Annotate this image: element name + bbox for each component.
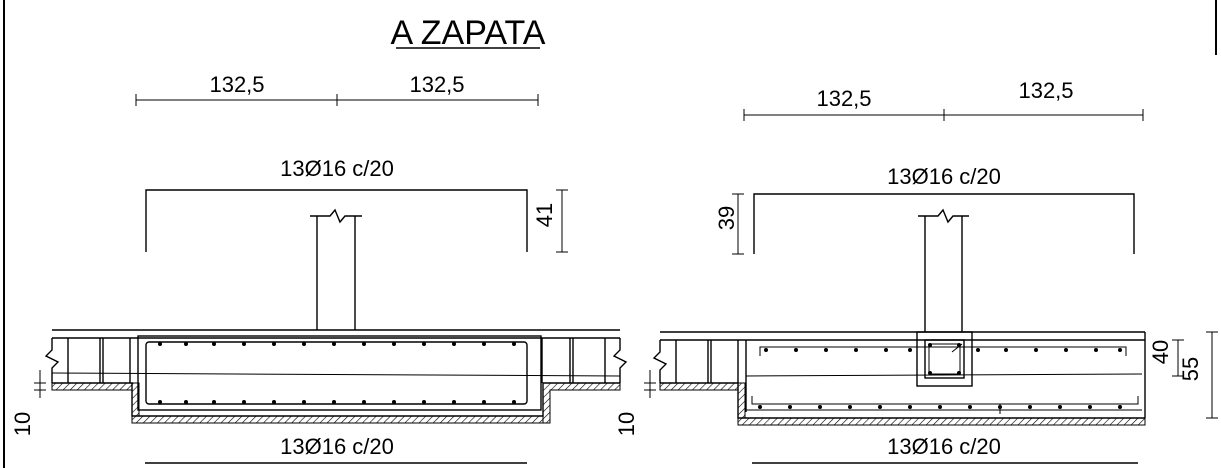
page-title: A ZAPATA [391,14,546,52]
left-stirrups-left [67,338,131,383]
right-top-rebar-dots [764,348,1122,352]
right-column-section [916,331,973,387]
left-column-break [310,208,362,224]
left-break-line-left [44,338,60,383]
left-break-line-right [612,338,628,383]
right-top-bar-label: 13Ø16 c/20 [887,164,1001,189]
right-stirrups [675,340,739,383]
right-column-break [918,208,969,224]
right-dim-left: 132,5 [816,86,871,111]
right-top-bar [753,193,1135,254]
left-bottom-bar-label: 13Ø16 c/20 [280,434,394,459]
right-bottom-bar-label: 13Ø16 c/20 [887,434,1001,459]
right-thickness-label: 10 [614,412,639,436]
left-top-rebar-dots [158,342,516,346]
left-dim-right: 132,5 [409,72,464,97]
left-top-bar [145,189,528,252]
left-top-bar-height: 41 [532,203,557,227]
left-bottom-rebar-dots [158,400,516,404]
right-top-bar-height: 39 [714,206,739,230]
left-top-bar-label: 13Ø16 c/20 [280,156,394,181]
left-stirrups-right [541,338,606,383]
left-dim-left: 132,5 [209,72,264,97]
right-depth-inner: 40 [1148,340,1173,364]
left-footing-body [137,335,542,411]
right-break-line [652,340,668,383]
right-bottom-rebar-dots [758,405,1122,409]
right-depth-outer: 55 [1178,357,1203,381]
right-footing: 132,5 132,5 13Ø16 c/20 39 [614,78,1218,464]
left-thickness-label: 10 [10,412,35,436]
left-footing: 132,5 132,5 13Ø16 c/20 41 [10,72,628,464]
right-dim-right: 132,5 [1018,78,1073,103]
